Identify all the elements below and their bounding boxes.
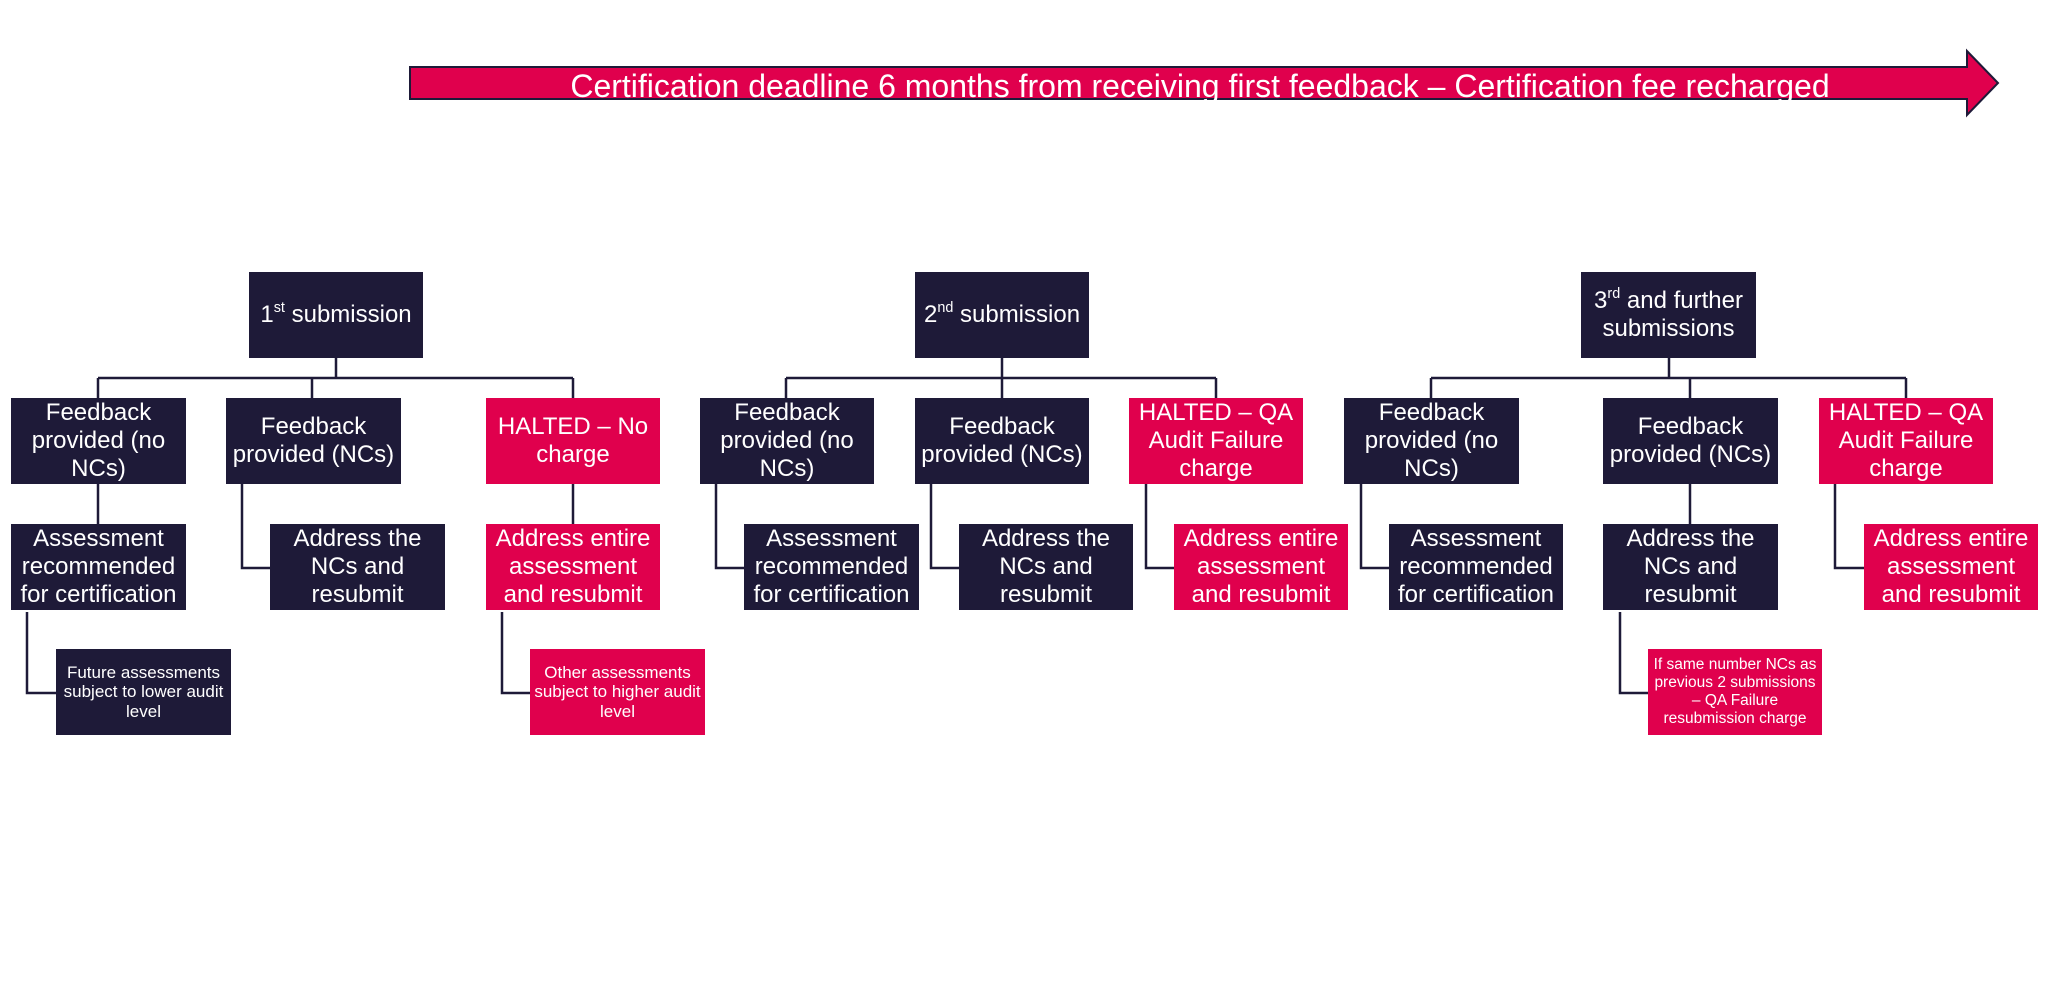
connector-c1-note-navy: [25, 612, 56, 695]
c2-halted-qa-audit: HALTED – QA Audit Failure charge: [1129, 398, 1303, 484]
c2-feedback-ncs: Feedback provided (NCs): [915, 398, 1089, 484]
header-third-rest: and further submissions: [1602, 286, 1743, 342]
connector-c2-tree: [784, 358, 1218, 398]
c1-note-lower-audit: Future assessments subject to lower audi…: [56, 649, 231, 735]
connector-c2-ncs: [929, 484, 959, 570]
connector-c1-tree: [96, 358, 575, 398]
connector-c3-tree: [1429, 358, 1908, 398]
c3-assessment-recommended: Assessment recommended for certification: [1389, 524, 1563, 610]
c1-feedback-no-ncs: Feedback provided (no NCs): [11, 398, 186, 484]
c1-halted-no-charge: HALTED – No charge: [486, 398, 660, 484]
c3-address-entire: Address entire assessment and resubmit: [1864, 524, 2038, 610]
header-first-sup: st: [273, 299, 285, 316]
header-second-submission: 2nd submission: [915, 272, 1089, 358]
c2-feedback-no-ncs: Feedback provided (no NCs): [700, 398, 874, 484]
c3-note-qa-failure-charge: If same number NCs as previous 2 submiss…: [1648, 649, 1822, 735]
c3-halted-qa-audit: HALTED – QA Audit Failure charge: [1819, 398, 1993, 484]
deadline-arrow-label: Certification deadline 6 months from rec…: [570, 67, 1830, 104]
deadline-arrow: [409, 48, 2000, 118]
header-third-submissions: 3rd and further submissions: [1581, 272, 1756, 358]
c1-address-entire: Address entire assessment and resubmit: [486, 524, 660, 610]
connector-c3-halted: [1833, 484, 1864, 570]
c3-address-ncs: Address the NCs and resubmit: [1603, 524, 1778, 610]
c1-note-higher-audit: Other assessments subject to higher audi…: [530, 649, 705, 735]
header-first-submission: 1st submission: [249, 272, 423, 358]
connector-c3-note-red: [1618, 612, 1648, 695]
c2-address-ncs: Address the NCs and resubmit: [959, 524, 1133, 610]
connector-c3-noncs: [1359, 484, 1389, 570]
connector-c1-note-red: [500, 612, 530, 695]
c1-address-ncs: Address the NCs and resubmit: [270, 524, 445, 610]
header-first-rest: submission: [284, 300, 412, 328]
c3-feedback-no-ncs: Feedback provided (no NCs): [1344, 398, 1519, 484]
deadline-arrow-shape: [409, 48, 2000, 118]
connector-c1-ncs: [240, 484, 270, 570]
c1-feedback-ncs: Feedback provided (NCs): [226, 398, 401, 484]
header-first-number: 1: [260, 300, 274, 328]
connector-c2-halted: [1144, 484, 1174, 570]
c2-address-entire: Address entire assessment and resubmit: [1174, 524, 1348, 610]
c2-assessment-recommended: Assessment recommended for certification: [744, 524, 919, 610]
connector-c2-noncs: [714, 484, 744, 570]
header-third-number: 3: [1594, 286, 1608, 314]
c1-assessment-recommended: Assessment recommended for certification: [11, 524, 186, 610]
header-third-sup: rd: [1607, 285, 1621, 302]
header-second-sup: nd: [937, 299, 954, 316]
header-second-rest: submission: [953, 300, 1081, 328]
c3-feedback-ncs: Feedback provided (NCs): [1603, 398, 1778, 484]
header-second-number: 2: [923, 300, 938, 328]
